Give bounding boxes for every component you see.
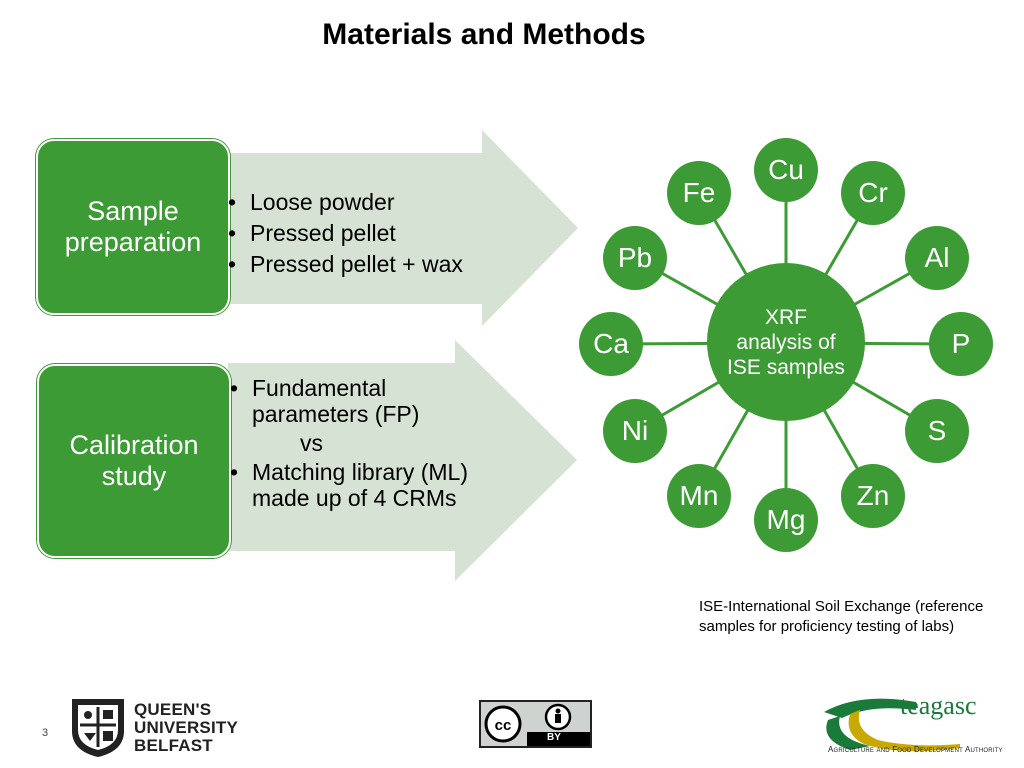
qub-wordmark: QUEEN'S UNIVERSITY BELFAST bbox=[134, 700, 238, 755]
qub-crest-icon bbox=[72, 699, 124, 757]
element-node-p: P bbox=[929, 312, 993, 376]
calibration-study-label: Calibration study bbox=[69, 430, 199, 491]
element-node-al: Al bbox=[905, 226, 969, 290]
qub-logo: QUEEN'S UNIVERSITY BELFAST bbox=[70, 697, 254, 759]
calibration-study-box: Calibration study bbox=[37, 364, 231, 558]
sample-preparation-box: Sample preparation bbox=[36, 139, 230, 315]
sample-preparation-label: Sample preparation bbox=[64, 196, 202, 257]
xrf-center-label: XRF analysis of ISE samples bbox=[727, 305, 845, 379]
element-node-mg: Mg bbox=[754, 488, 818, 552]
element-node-zn: Zn bbox=[841, 464, 905, 528]
teagasc-wordmark: teagasc bbox=[900, 691, 977, 720]
teagasc-subtitle: Agriculture and Food Development Authori… bbox=[828, 745, 1003, 754]
element-node-ca: Ca bbox=[579, 312, 643, 376]
element-node-cr: Cr bbox=[841, 161, 905, 225]
row1-arrow-shape bbox=[228, 130, 578, 326]
xrf-center-circle: XRF analysis of ISE samples bbox=[707, 263, 865, 421]
cc-by-label: BY bbox=[547, 732, 561, 743]
bullet-item: •Pressed pellet bbox=[228, 220, 396, 246]
calibration-study-bullets: •Fundamental parameters (FP) vs •Matchin… bbox=[230, 375, 490, 511]
slide-title: Materials and Methods bbox=[322, 18, 646, 51]
element-node-cu: Cu bbox=[754, 138, 818, 202]
element-node-pb: Pb bbox=[603, 226, 667, 290]
element-node-mn: Mn bbox=[667, 464, 731, 528]
vs-text: vs bbox=[300, 430, 323, 456]
sample-preparation-bullets: •Loose powder •Pressed pellet •Pressed p… bbox=[228, 187, 518, 280]
cc-by-license-badge: cc BY bbox=[479, 700, 592, 748]
bullet-item: •Pressed pellet + wax bbox=[228, 251, 463, 277]
row2-arrow-shape bbox=[228, 340, 577, 581]
ise-footnote: ISE-International Soil Exchange (referen… bbox=[699, 598, 984, 635]
bullet-item: •Matching library (ML) made up of 4 CRMs bbox=[230, 459, 468, 511]
cc-icon: cc bbox=[481, 702, 590, 746]
element-node-s: S bbox=[905, 399, 969, 463]
element-node-fe: Fe bbox=[667, 161, 731, 225]
bullet-item: •Loose powder bbox=[228, 189, 395, 215]
teagasc-logo-icon bbox=[824, 698, 960, 752]
element-node-ni: Ni bbox=[603, 399, 667, 463]
bullet-item: •Fundamental parameters (FP) bbox=[230, 375, 420, 427]
page-number: 3 bbox=[42, 727, 49, 739]
svg-text:cc: cc bbox=[495, 717, 512, 734]
